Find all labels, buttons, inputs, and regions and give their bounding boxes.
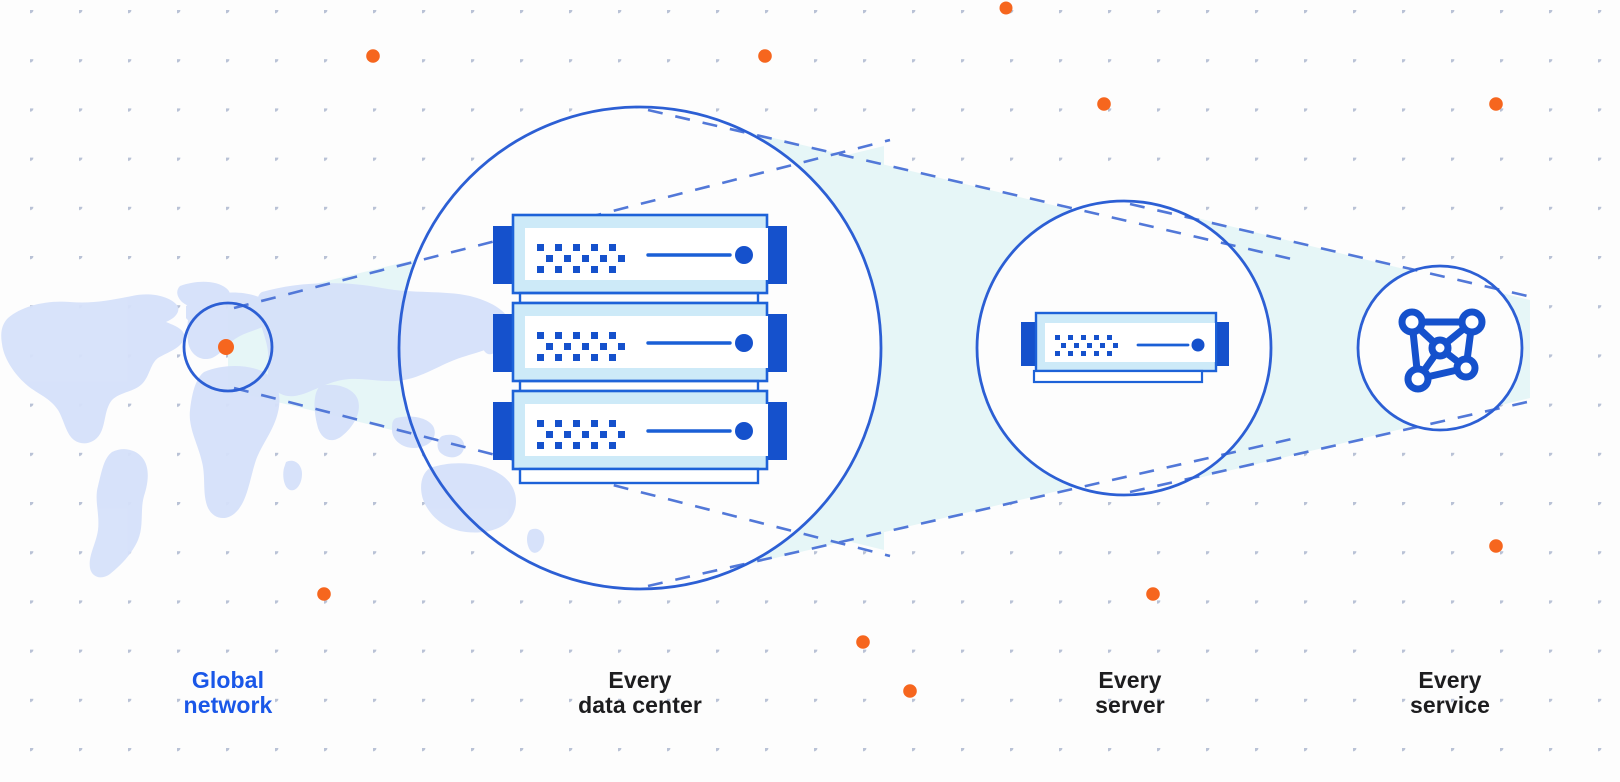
network-node <box>1404 365 1432 393</box>
world-map-icon <box>1 281 545 578</box>
accent-dot <box>317 587 331 601</box>
accent-dot <box>903 684 917 698</box>
circle-service <box>1356 264 1524 432</box>
scale-circles <box>182 105 1524 591</box>
network-node <box>1458 308 1486 336</box>
accent-dot <box>1489 539 1503 553</box>
network-node-center <box>1428 336 1452 360</box>
network-node <box>1398 308 1426 336</box>
single-server-icon <box>1021 311 1229 384</box>
circle-global-network <box>182 301 274 393</box>
accent-dot <box>1489 97 1503 111</box>
circle-data-center <box>397 105 883 591</box>
led-cluster <box>537 244 625 273</box>
rack-base <box>518 467 760 485</box>
label-every-data-center: Every data center <box>578 667 702 718</box>
accent-dot <box>1146 587 1160 601</box>
led-cluster <box>537 420 625 449</box>
rack-unit <box>493 301 787 383</box>
accent-dot <box>856 635 870 649</box>
rack-unit <box>493 389 787 471</box>
led-cluster <box>537 332 625 361</box>
label-global-network: Global network <box>183 667 273 718</box>
accent-dot <box>758 49 772 63</box>
server-base <box>1032 369 1204 384</box>
label-every-service: Every service <box>1410 667 1490 718</box>
server-rack-icon <box>493 213 787 485</box>
led-cluster <box>1055 335 1118 356</box>
accent-dot <box>999 1 1013 15</box>
accent-dot <box>1097 97 1111 111</box>
network-nodes-icon <box>1398 308 1486 393</box>
network-node <box>1453 355 1479 381</box>
global-location-marker <box>218 339 234 355</box>
circle-server <box>975 199 1273 497</box>
accent-dots <box>317 1 1503 698</box>
rack-unit <box>493 213 787 295</box>
label-every-server: Every server <box>1095 667 1165 718</box>
accent-dot <box>366 49 380 63</box>
